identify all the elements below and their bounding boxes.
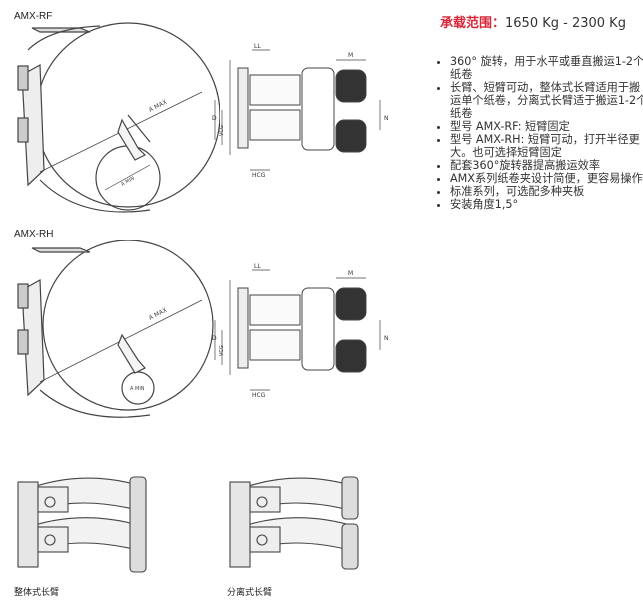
capacity-value: 1650 Kg - 2300 Kg — [505, 16, 626, 31]
feature-item: 配套360°旋转器提高搬运效率 — [450, 159, 643, 172]
amx-rf-side-drawing: A MAX A MIN — [17, 22, 220, 213]
n-label-rh: N — [384, 335, 389, 342]
model-label-amx-rh: AMX-RH — [14, 229, 54, 240]
capacity-heading: 承载范围：1650 Kg - 2300 Kg — [440, 12, 626, 31]
amx-rf-top-drawing: LL M N D VCG HCG — [212, 43, 389, 179]
ll-label: LL — [254, 43, 261, 50]
a-min-label: A MIN — [120, 176, 136, 188]
split-arm-caption: 分离式长臂 — [227, 588, 273, 598]
m-label-rh: M — [348, 270, 353, 277]
feature-item: 标准系列，可选配多种夹板 — [450, 185, 643, 198]
feature-item: 型号 AMX-RF: 短臂固定 — [450, 120, 643, 133]
model-label-amx-rf: AMX-RF — [14, 11, 53, 22]
ll-label-rh: LL — [254, 263, 261, 270]
n-label: N — [384, 115, 389, 122]
split-arm-illustration — [229, 476, 359, 570]
amx-rh-side-drawing: A MAX A MIN — [17, 240, 214, 418]
d-label: D — [212, 115, 217, 122]
a-max-label-rh: A MAX — [148, 307, 168, 322]
hcg-label-rh: HCG — [252, 392, 266, 399]
m-label: M — [348, 52, 353, 59]
integral-arm-caption: 整体式长臂 — [14, 588, 60, 598]
feature-item: 安装角度1,5° — [450, 198, 643, 211]
feature-list: 360° 旋转，用于水平或垂直搬运1-2个纸卷 长臂、短臂可动，整体式长臂适用于… — [436, 55, 643, 211]
feature-item: 360° 旋转，用于水平或垂直搬运1-2个纸卷 — [450, 55, 643, 81]
vcg-label-rh: VCG — [219, 345, 225, 356]
d-label-rh: D — [212, 335, 217, 342]
vcg-label: VCG — [219, 125, 225, 136]
feature-item: 型号 AMX-RH: 短臂可动，打开半径更大。也可选择短臂固定 — [450, 133, 643, 159]
integral-arm-illustration — [17, 476, 147, 573]
feature-item: 长臂、短臂可动，整体式长臂适用于搬运单个纸卷，分离式长臂适于搬运1-2个纸卷 — [450, 81, 643, 120]
a-min-label-rh: A MIN — [130, 386, 145, 392]
hcg-label: HCG — [252, 172, 266, 179]
a-max-label: A MAX — [148, 99, 168, 114]
feature-item: AMX系列纸卷夹设计简便，更容易操作 — [450, 172, 643, 185]
amx-rh-top-drawing: LL M N D VCG HCG — [212, 263, 389, 399]
capacity-title: 承载范围： — [440, 16, 506, 31]
